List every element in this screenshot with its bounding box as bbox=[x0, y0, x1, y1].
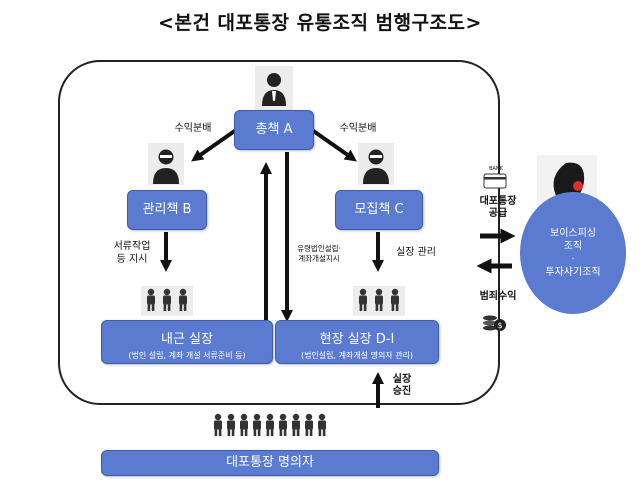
label-center-1: 유령법인설립· bbox=[297, 244, 341, 253]
bank-card-icon bbox=[483, 173, 507, 189]
label-center-2: 계좌개설지시 bbox=[298, 254, 340, 263]
masked-figure-right-icon bbox=[358, 143, 394, 185]
label-doc-order-2: 등 지시 bbox=[116, 254, 148, 265]
phishing-line3: · bbox=[571, 254, 575, 265]
nominee-crowd-icon bbox=[214, 413, 326, 436]
box-mojip: 모집책 C bbox=[335, 190, 423, 230]
organization-frame bbox=[58, 60, 500, 405]
hyeonjang-desc: (법인설립, 계좌개설 명의자 관리) bbox=[300, 351, 414, 360]
staff-group-right-icon bbox=[353, 286, 405, 316]
phishing-org-oval: 보이스피싱 조직 · 투자사기조직 bbox=[520, 192, 626, 314]
label-supply-1: 대포통장 bbox=[479, 196, 517, 207]
box-hyeonjang: 현장 실장 D-I (법인설립, 계좌개설 명의자 관리) bbox=[275, 320, 439, 364]
phishing-line4: 투자사기조직 bbox=[545, 267, 601, 278]
label-manage: 실장 관리 bbox=[396, 247, 436, 258]
page-title: <본건 대포통장 유통조직 범행구조도> bbox=[158, 12, 482, 34]
boss-icon bbox=[255, 66, 293, 110]
chongchaek-label: 총책 A bbox=[255, 122, 293, 137]
phishing-line2: 조직 bbox=[563, 241, 583, 252]
box-chongchaek: 총책 A bbox=[234, 110, 314, 150]
label-promotion: 실장 승진 bbox=[387, 374, 417, 398]
label-supply: 대포통장 공급 bbox=[476, 196, 520, 220]
arrow-boss-to-recruiter bbox=[310, 128, 357, 162]
label-supply-2: 공급 bbox=[488, 208, 508, 219]
naegeun-title: 내근 실장 bbox=[161, 332, 213, 347]
box-gwanri: 관리책 B bbox=[127, 190, 207, 230]
nominee-label: 대포통장 명의자 bbox=[226, 455, 314, 470]
masked-figure-left-icon bbox=[148, 143, 184, 185]
box-nominee: 대포통장 명의자 bbox=[101, 450, 439, 476]
box-naegeun: 내근 실장 (법인 설립, 계좌 개설 서류준비 등) bbox=[101, 320, 273, 364]
label-promote-2: 승진 bbox=[392, 386, 412, 397]
phishing-line1: 보이스피싱 bbox=[550, 228, 596, 239]
label-promote-1: 실장 bbox=[392, 374, 412, 385]
staff-group-left-icon bbox=[141, 286, 193, 316]
label-bank: BANK bbox=[489, 166, 503, 172]
naegeun-desc: (법인 설립, 계좌 개설 서류준비 등) bbox=[128, 351, 246, 360]
coin-stack-icon: $ bbox=[483, 315, 506, 331]
label-crime-profit: 범죄수익 bbox=[479, 291, 517, 302]
label-center-order: 유령법인설립· 계좌개설지시 bbox=[289, 244, 349, 264]
label-profit-right: 수익분배 bbox=[339, 123, 377, 134]
gwanri-label: 관리책 B bbox=[142, 202, 192, 217]
arrow-boss-to-manager bbox=[191, 128, 238, 162]
label-profit-left: 수익분배 bbox=[174, 123, 212, 134]
label-doc-order: 서류작업 등 지시 bbox=[104, 240, 160, 266]
svg-text:$: $ bbox=[497, 321, 502, 330]
label-doc-order-1: 서류작업 bbox=[113, 241, 151, 252]
hyeonjang-title: 현장 실장 D-I bbox=[319, 332, 395, 347]
mojip-label: 모집책 C bbox=[354, 202, 404, 217]
